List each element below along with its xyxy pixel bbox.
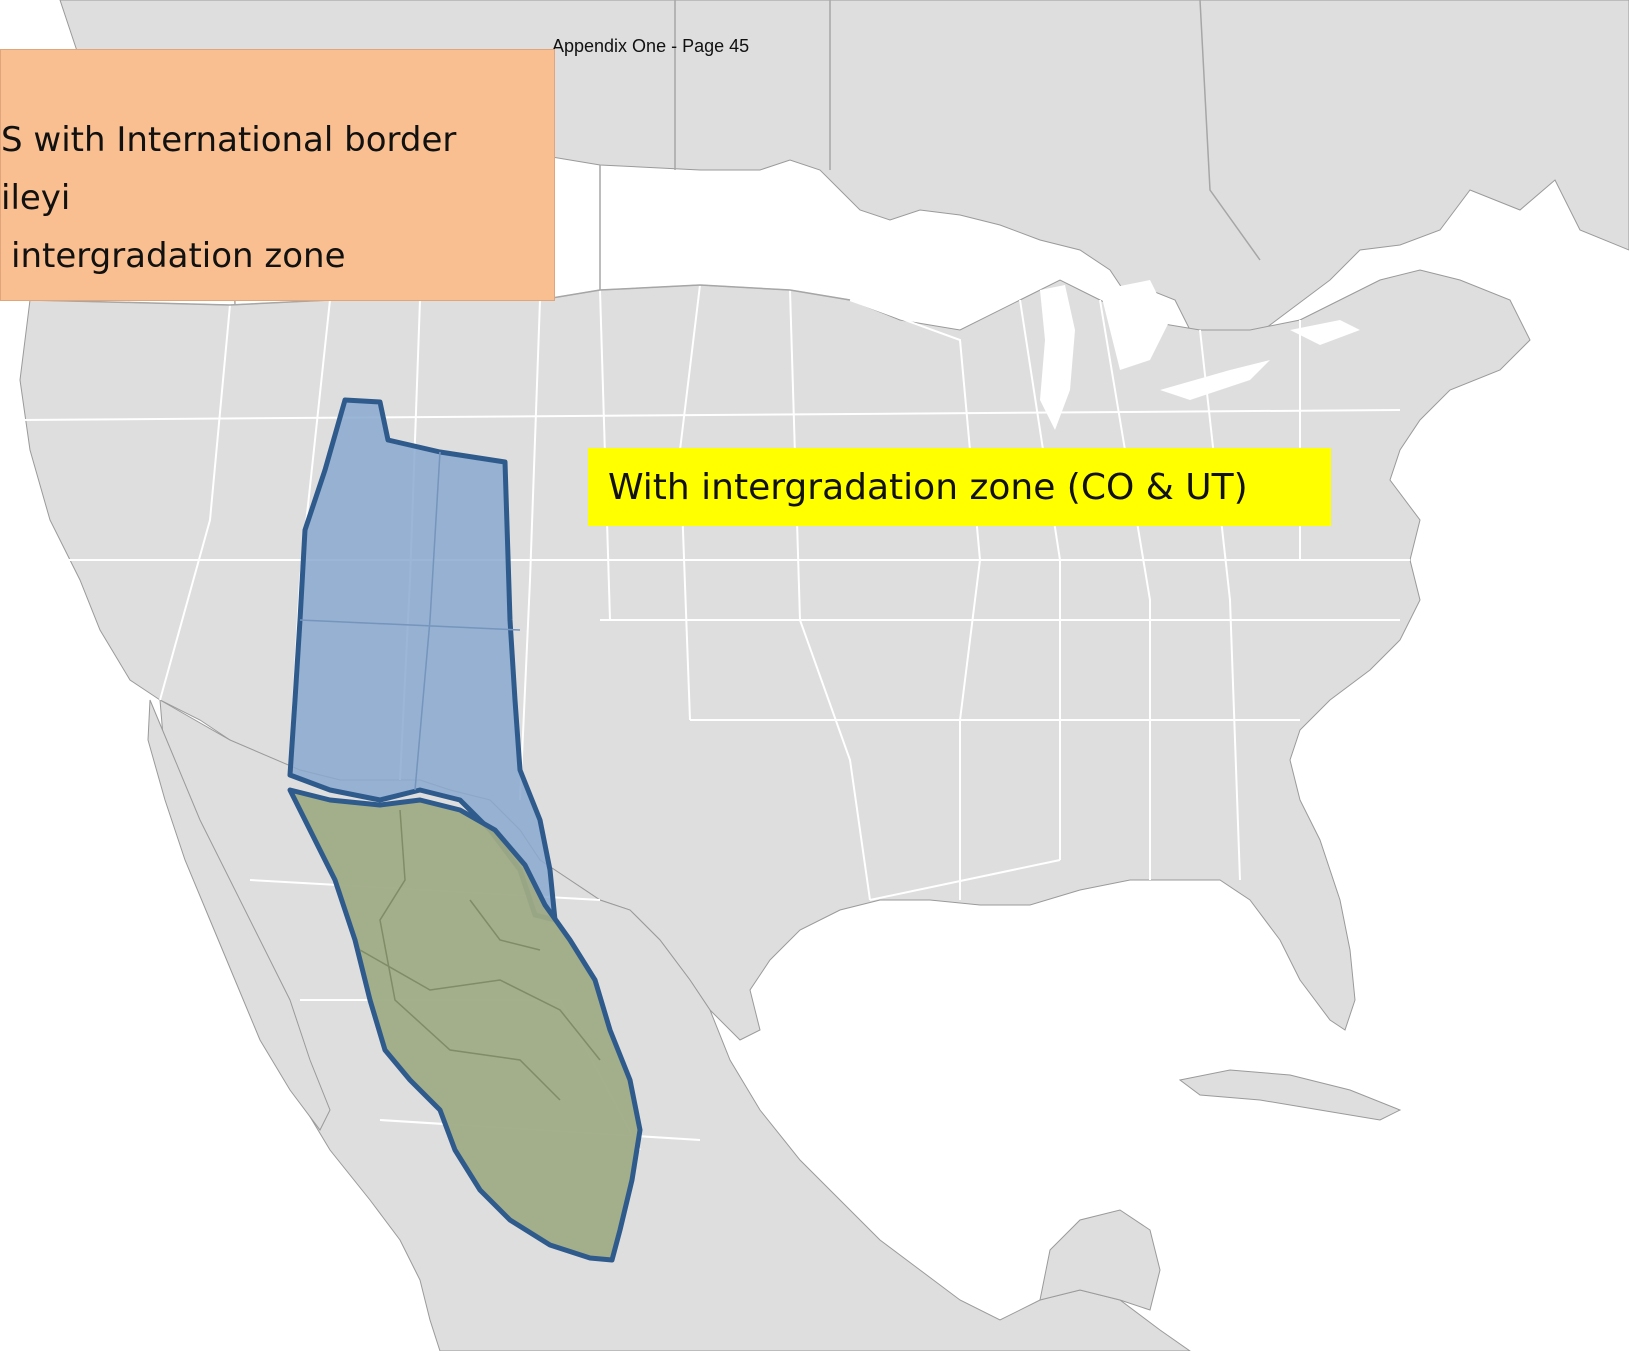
range-inner-borders [299,451,521,791]
border-line [519,299,541,801]
lake-michigan [1040,285,1075,430]
border-line [159,304,231,701]
border-line [19,409,1401,421]
legend-line: ileyi [1,178,71,218]
border-line [869,859,1061,901]
intergradation-callout: With intergradation zone (CO & UT) [588,448,1331,526]
canada-province-border [1199,0,1261,261]
lakes [880,230,1360,430]
cuba-land [1178,1069,1402,1121]
range-inner-borders [359,809,601,1101]
legend-line: intergradation zone [11,236,346,276]
page-label: Appendix One - Page 45 [552,36,750,56]
lake-huron [1100,280,1170,370]
yucatan-land [1039,1209,1161,1311]
lake-erie [1160,360,1270,400]
lake-superior [880,230,1060,268]
range-green-polygon [287,787,643,1263]
lake-ontario [1290,320,1360,345]
border-line [1199,329,1241,881]
border-line [1099,299,1151,880]
baja-land [147,699,331,1131]
legend-box: S with International border ileyi interg… [0,49,555,301]
species-ranges [287,397,643,1263]
legend-line: S with International border [1,120,457,160]
